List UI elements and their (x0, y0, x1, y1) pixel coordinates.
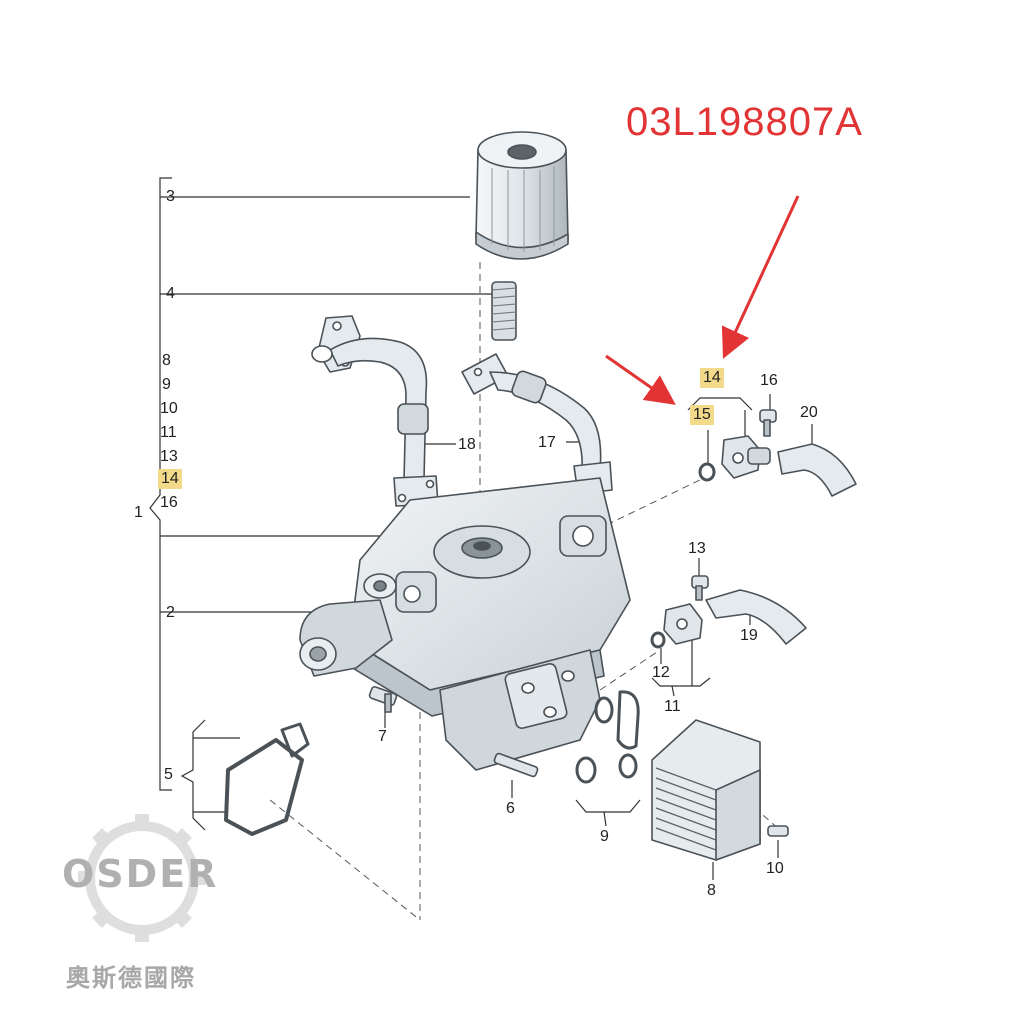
oil-filter (475, 131, 569, 260)
callout-20: 20 (800, 404, 818, 421)
callout-2: 2 (166, 604, 175, 621)
watermark-gear-icon (78, 814, 206, 942)
connector-flange-14 (721, 435, 771, 479)
callout-9: 9 (600, 828, 609, 845)
leader-lines (149, 177, 813, 880)
callout-7: 7 (378, 728, 387, 745)
callout-1: 1 (134, 504, 143, 521)
o-rings (575, 462, 716, 784)
hose-19 (705, 589, 807, 645)
red-arrows (605, 195, 800, 405)
threaded-stud (491, 281, 517, 341)
bracket-item-8: 8 (162, 352, 171, 369)
bracket-item-14: 14 (158, 469, 182, 489)
bracket-item-13: 13 (160, 448, 178, 465)
watermark-brand: OSDER (62, 852, 219, 896)
callout-5: 5 (164, 766, 173, 783)
bracket-item-9: 9 (162, 376, 171, 393)
callout-12: 12 (652, 664, 670, 681)
connector-flange-11 (663, 603, 703, 645)
oil-filter-housing (299, 477, 631, 771)
callout-11: 11 (664, 698, 681, 715)
bolt-10 (767, 825, 789, 837)
bolt-6 (493, 752, 539, 778)
callout-4: 4 (166, 285, 175, 302)
callout-14: 14 (700, 368, 724, 388)
bolt-13 (691, 575, 709, 601)
hose-20 (777, 443, 857, 497)
bolt-16 (759, 409, 777, 437)
bracket-item-16: 16 (160, 494, 178, 511)
coolant-pipe-17 (461, 353, 613, 495)
callout-16: 16 (760, 372, 778, 389)
callout-15: 15 (690, 405, 714, 425)
oil-cooler (651, 719, 761, 861)
callout-17: 17 (538, 434, 556, 451)
callout-3: 3 (166, 188, 175, 205)
bolt-7 (368, 685, 398, 713)
callout-10: 10 (766, 860, 784, 877)
part-number: 03L198807A (626, 100, 863, 144)
bracket-item-10: 10 (160, 400, 178, 417)
callout-18: 18 (458, 436, 476, 453)
watermark-subtitle: 奧斯德國際 (66, 964, 196, 992)
callout-6: 6 (506, 800, 515, 817)
callout-13: 13 (688, 540, 706, 557)
gasket-set (224, 722, 310, 836)
callout-19: 19 (740, 627, 758, 644)
coolant-pipe-18 (311, 315, 439, 507)
bracket-item-11: 11 (160, 424, 177, 441)
callout-8: 8 (707, 882, 716, 899)
